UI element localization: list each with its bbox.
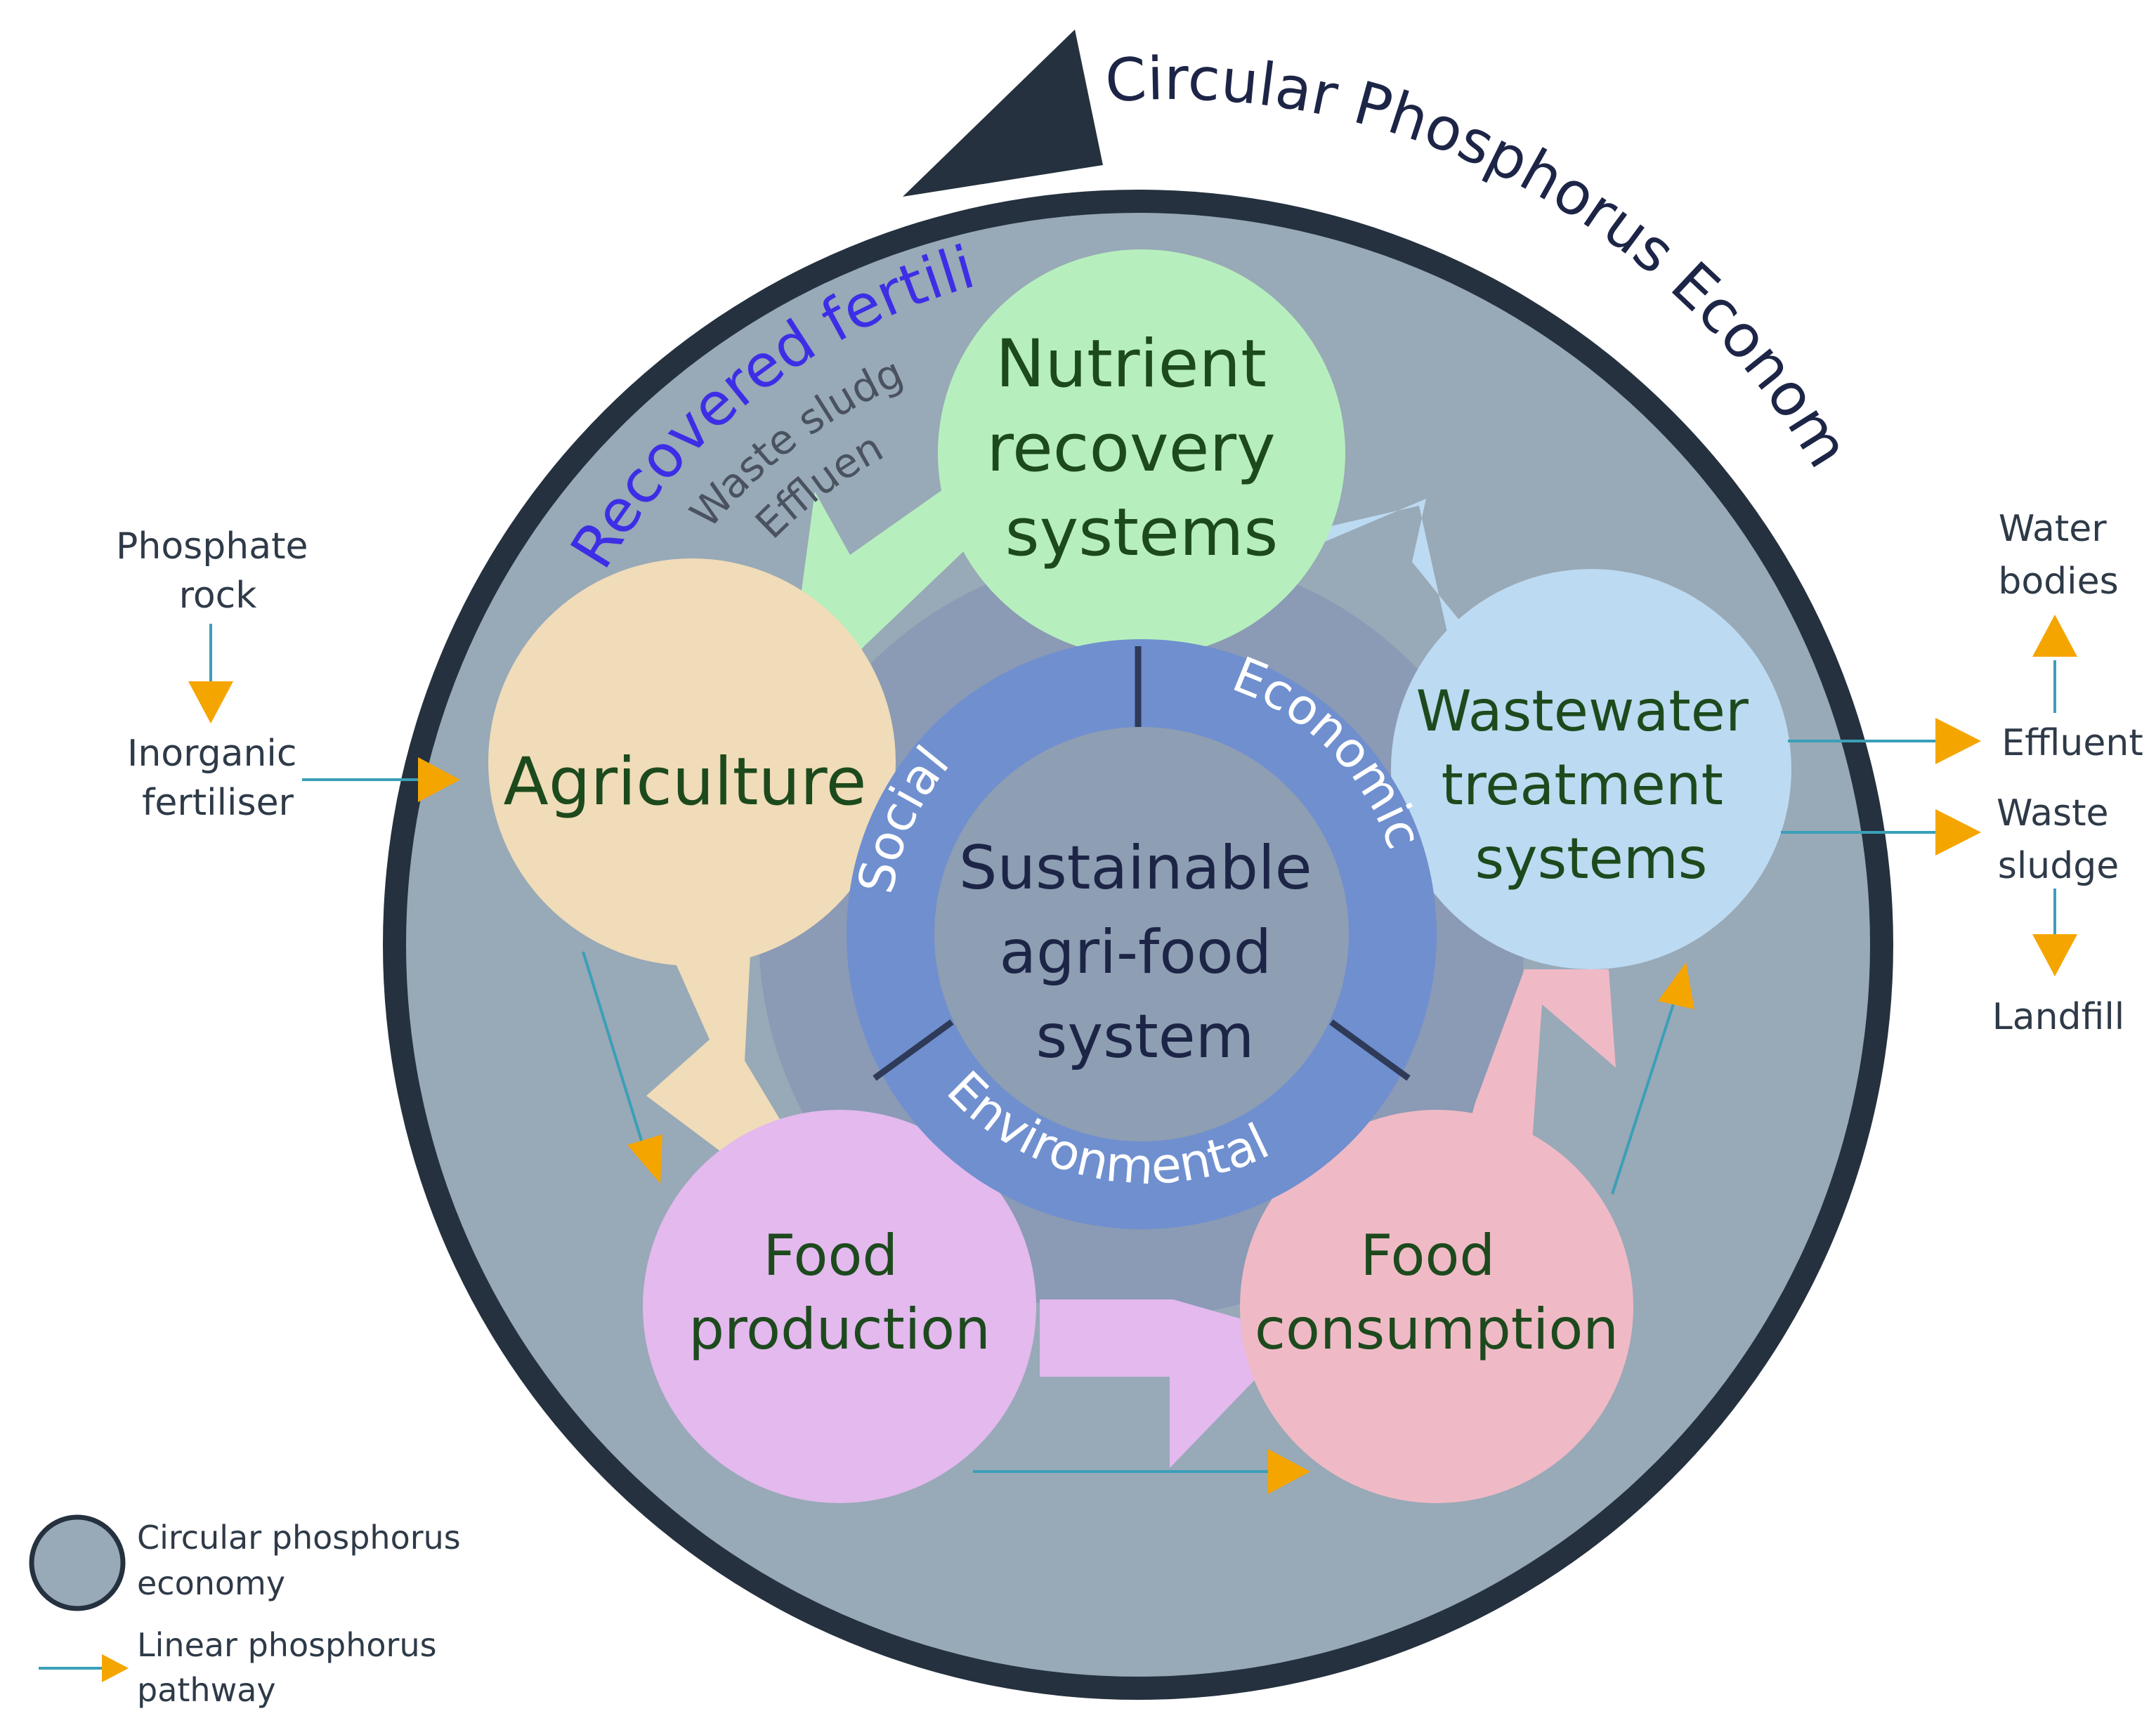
nutrient-recovery-label: Nutrient recovery systems <box>986 326 1296 571</box>
legend: Circular phosphorus economy Linear phosp… <box>29 1514 471 1709</box>
inorganic-fertiliser-label: Inorganic fertiliser <box>127 733 308 824</box>
legend-circular-swatch <box>29 1514 126 1611</box>
water-bodies-label: Water bodies <box>1998 508 2118 603</box>
arrow-to-waste-sludge <box>1935 809 1981 856</box>
linear-line-consumption-to-wastewater <box>1611 997 1677 1195</box>
node-food-consumption: Food consumption <box>1240 1110 1633 1503</box>
flow-arrow-food-production-to-consumption <box>1040 1299 1272 1468</box>
linear-pathway <box>209 624 2056 1473</box>
effluent-output-label: Effluent <box>2001 722 2143 764</box>
landfill-label: Landfill <box>1992 996 2124 1038</box>
sustainable-system-center: Sustainable agri-food system Social Econ… <box>847 639 1437 1229</box>
node-wastewater-treatment: Wastewater treatment systems <box>1391 569 1791 969</box>
arrow-to-food-consumption <box>1268 1449 1310 1494</box>
food-production-circle <box>643 1110 1036 1503</box>
arrow-to-inorganic-fertiliser <box>188 681 233 723</box>
arrow-to-wastewater <box>1658 962 1694 1009</box>
ring-arrowhead <box>903 30 1103 197</box>
center-label: Sustainable agri-food system <box>959 833 1331 1072</box>
nutrient-recovery-circle <box>938 249 1345 657</box>
phosphate-rock-label: Phosphate rock <box>116 525 320 617</box>
linear-line-agriculture-to-production <box>582 951 644 1146</box>
waste-sludge-output-label: Waste sludge <box>1997 792 2120 887</box>
agriculture-label: Agriculture <box>504 744 867 820</box>
pillar-divider-left <box>873 1019 954 1081</box>
legend-linear-arrow <box>102 1654 129 1682</box>
flow-arrow-agriculture-to-food-production <box>646 913 808 1166</box>
linear-arrowheads <box>188 615 2077 1494</box>
legend-linear-label: Linear phosphorus pathway <box>137 1626 447 1709</box>
arrow-to-landfill <box>2032 934 2077 976</box>
arrow-to-agriculture <box>418 757 460 802</box>
node-nutrient-recovery: Nutrient recovery systems <box>938 249 1345 657</box>
node-agriculture: Agriculture <box>488 558 896 966</box>
wastewater-circle <box>1391 569 1791 969</box>
center-disc <box>934 727 1349 1141</box>
arrow-to-effluent <box>1935 718 1981 764</box>
wastewater-label: Wastewater treatment systems <box>1416 679 1767 891</box>
waste-sludge-stream-label: Waste sludge <box>0 0 910 537</box>
node-food-production: Food production <box>643 1110 1036 1503</box>
agriculture-circle <box>488 558 896 966</box>
food-consumption-circle <box>1240 1110 1633 1503</box>
arrow-to-water-bodies <box>2032 615 2077 657</box>
legend-circular-label: Circular phosphorus economy <box>137 1519 471 1602</box>
food-consumption-label: Food consumption <box>1255 1223 1619 1362</box>
food-production-label: Food production <box>688 1223 991 1362</box>
arrow-to-food-production <box>627 1134 662 1184</box>
pillar-divider-right <box>1329 1019 1411 1081</box>
